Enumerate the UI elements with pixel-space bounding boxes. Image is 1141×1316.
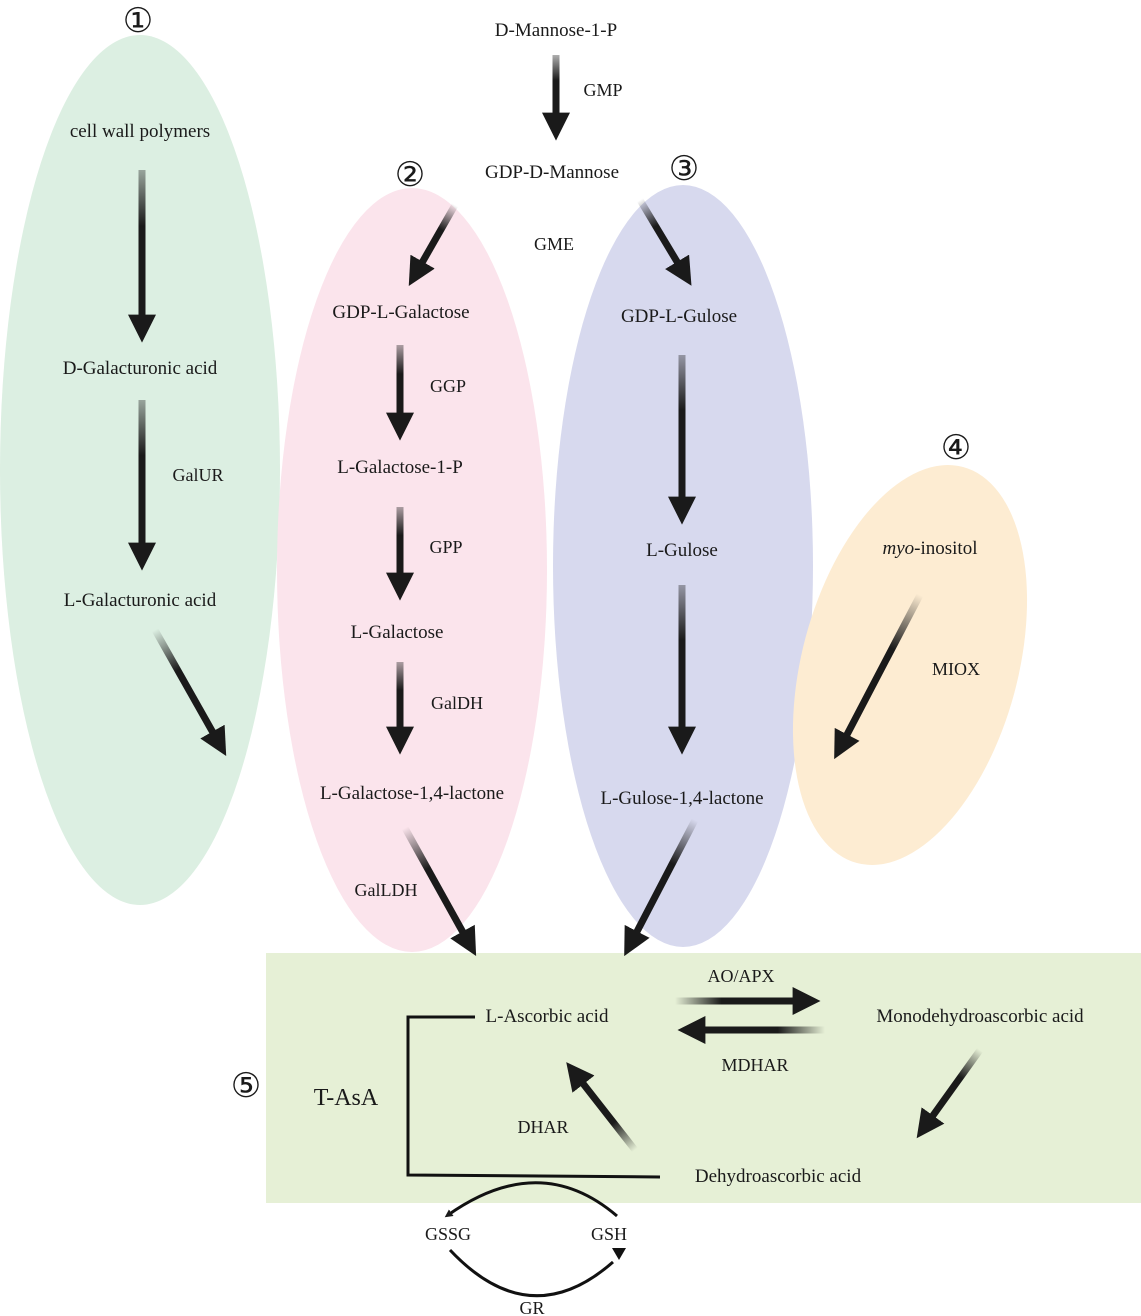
enzyme-gpp: GPP [429,537,462,557]
gsh-to-gssg-arc [444,1181,618,1218]
enzyme-dhar: DHAR [517,1117,568,1137]
arrow-miox [834,593,924,760]
gsh-arrowhead [612,1248,626,1260]
label-t-asa: T-AsA [314,1085,379,1111]
node-l-galactose: L-Galactose [351,622,444,643]
node-mannose-1p: D-Mannose-1-P [495,20,617,41]
pathway2-region [277,188,547,952]
node-l-ascorbic-acid: L-Ascorbic acid [486,1006,609,1027]
node-cell-wall-polymers: cell wall polymers [70,121,210,142]
node-l-galactose-1p: L-Galactose-1-P [337,457,463,478]
enzyme-galdh: GalDH [431,693,483,713]
t-asa-bracket [406,1015,661,1179]
myo-prefix: myo [883,538,915,559]
enzyme-miox: MIOX [932,659,980,679]
pathway-number-5: ⑤ [231,1068,261,1105]
recycling-region [266,953,1141,1203]
node-myo-inositol: myo-inositol [883,538,978,559]
enzyme-mdhar: MDHAR [721,1055,788,1075]
arrow-gme-gulose [636,198,692,286]
enzyme-ao-apx: AO/APX [707,966,774,986]
node-d-galacturonic-acid: D-Galacturonic acid [63,358,218,379]
node-gdp-l-galactose: GDP-L-Galactose [332,302,469,323]
enzyme-gme: GME [534,234,574,254]
node-gsh: GSH [591,1224,627,1244]
pathway3-region [553,185,813,947]
arrow-gulose-lactone [624,818,699,957]
node-l-galactose-lactone: L-Galactose-1,4-lactone [320,783,504,804]
node-l-gulose: L-Gulose [646,540,718,561]
enzyme-ggp: GGP [430,376,466,396]
node-dehydroascorbic-acid: Dehydroascorbic acid [695,1166,862,1187]
enzyme-galldh: GalLDH [355,880,418,900]
node-l-gulose-lactone: L-Gulose-1,4-lactone [600,788,763,809]
enzyme-gr: GR [519,1298,544,1316]
arrow-galldh [401,826,477,957]
arrows [128,55,983,1153]
arrow-mdha-dha [916,1047,983,1139]
node-monodehydroascorbic-acid: Monodehydroascorbic acid [876,1006,1084,1027]
gssg-to-gsh-arc [448,1248,614,1298]
node-gdp-mannose: GDP-D-Mannose [485,162,619,183]
enzyme-galur: GalUR [173,465,224,485]
pathway-number-1: ① [123,3,153,40]
node-gssg: GSSG [425,1224,471,1244]
pathway-number-4: ④ [941,430,971,467]
pathway-number-3: ③ [669,151,699,188]
arrow-dhar [566,1062,638,1153]
pathway4-region [792,465,1028,865]
enzyme-gmp: GMP [583,80,622,100]
node-gdp-l-gulose: GDP-L-Gulose [621,306,737,327]
node-l-galacturonic-acid: L-Galacturonic acid [64,590,217,611]
arrow-gme-galactose [408,203,459,286]
inositol-suffix: -inositol [914,538,977,559]
pathway-number-2: ② [395,157,425,194]
arrow-galacturonic-out [151,628,227,756]
